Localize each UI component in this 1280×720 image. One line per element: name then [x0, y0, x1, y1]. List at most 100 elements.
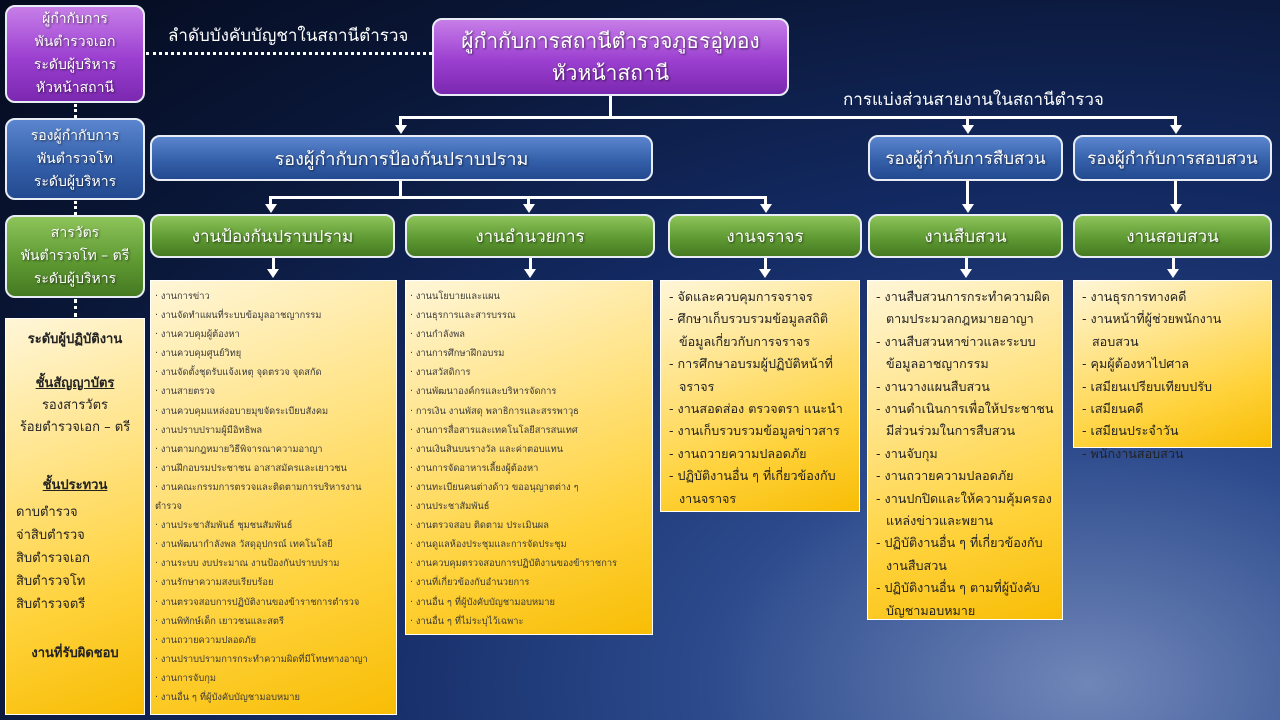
- deputy-title: รองผู้กำกับการป้องกันปราบปราม: [274, 148, 529, 170]
- duties-list: - จัดและควบคุมการจราจร- ศึกษาเก็บรวบรวมข…: [669, 286, 851, 510]
- duty-item: · งานพัฒนาองค์กรและบริหารจัดการ: [410, 386, 557, 398]
- level-text: ระดับผู้บริหาร: [33, 271, 117, 287]
- duties-list: - งานธุรการทางคดี- งานหน้าที่ผู้ช่วยพนัก…: [1082, 286, 1263, 465]
- legend-rank: สิบตำรวจตรี: [16, 597, 86, 612]
- unit-duties-box: - จัดและควบคุมการจราจร- ศึกษาเก็บรวบรวมข…: [660, 280, 860, 512]
- duty-item: · งานคณะกรรมการตรวจและติดตามการบริหารงาน: [155, 481, 362, 493]
- deputy-title: รองผู้กำกับการสืบสวน: [885, 148, 1046, 169]
- connector: [271, 258, 275, 270]
- duty-item: · งานประชาสัมพันธ์: [410, 501, 490, 513]
- duty-item: - งานปกปิดและให้ความคุ้มครองแหล่งข่าวและ…: [876, 490, 1052, 529]
- level-text: สารวัตร: [50, 225, 100, 241]
- arrow-down-icon: [523, 204, 535, 213]
- unit-duties-box: - งานธุรการทางคดี- งานหน้าที่ผู้ช่วยพนัก…: [1073, 280, 1272, 461]
- dotted-connector: [74, 104, 77, 118]
- duty-item: - เสมียนเปรียบเทียบปรับ: [1082, 378, 1212, 394]
- duties-list: · งานนโยบายและแผน· งานธุรการและสารบรรณ· …: [410, 287, 648, 631]
- duty-item: · งานจัดทำแผนที่ระบบข้อมูลอาชญากรรม: [155, 310, 322, 322]
- unit-duties-box: - งานสืบสวนการกระทำความผิดตามประมวลกฎหมา…: [867, 280, 1063, 620]
- station-chief-title: ผู้กำกับการสถานีตำรวจภูธรอู่ทอง: [461, 29, 760, 53]
- deputy-inquiry-box: รองผู้กำกับการสอบสวน: [1073, 135, 1272, 181]
- connector: [269, 196, 767, 199]
- duty-item: · งานจัดตั้งชุดรับแจ้งเหตุ จุดตรวจ จุดสก…: [155, 367, 322, 379]
- duty-item: · งานตรวจสอบ ติดตาม ประเมินผล: [410, 520, 549, 532]
- level-text: พันตำรวจเอก: [34, 34, 116, 50]
- duty-item: - งานวางแผนสืบสวน: [876, 378, 990, 394]
- dotted-connector: [146, 52, 432, 55]
- duty-item: - งานถวายความปลอดภัย: [669, 445, 807, 461]
- level-text: รองผู้กำกับการ: [30, 127, 120, 144]
- deputy-investigation-box: รองผู้กำกับการสืบสวน: [868, 135, 1063, 181]
- duty-item: - งานสอดส่อง ตรวจตรา แนะนำ: [669, 401, 843, 417]
- duty-item: · งานกำลังพล: [410, 329, 465, 341]
- duties-list: - งานสืบสวนการกระทำความผิดตามประมวลกฎหมา…: [876, 286, 1054, 622]
- arrow-down-icon: [759, 269, 771, 278]
- duty-item: · งานควบคุมตรวจสอบการปฏิบัติงานของข้าราช…: [410, 558, 618, 570]
- duty-item: · งานทะเบียนคนต่างด้าว ขออนุญาตต่าง ๆ: [410, 481, 579, 493]
- arrow-down-icon: [1170, 204, 1182, 213]
- duty-item: - งานหน้าที่ผู้ช่วยพนักงานสอบสวน: [1082, 311, 1222, 349]
- level-text: พันตำรวจโท – ตรี: [20, 248, 130, 264]
- legend-rank: จ่าสิบตำรวจ: [16, 528, 85, 543]
- connector: [764, 258, 767, 270]
- legend-rank: ร้อยตำรวจเอก – ตรี: [19, 420, 131, 435]
- connector: [964, 258, 968, 270]
- duty-item: - งานสืบสวนการกระทำความผิดตามประมวลกฎหมา…: [876, 289, 1050, 327]
- arrow-down-icon: [395, 125, 407, 134]
- duty-item: · งานถวายความปลอดภัย: [155, 634, 257, 646]
- unit-title: งานสืบสวน: [924, 226, 1007, 247]
- unit-title: งานจราจร: [726, 226, 804, 247]
- unit-header-box: งานจราจร: [668, 214, 862, 258]
- station-chief-box: ผู้กำกับการสถานีตำรวจภูธรอู่ทอง หัวหน้าส…: [432, 18, 789, 96]
- duty-item: · งานระบบ งบประมาณ งานป้องกันปราบปราม: [155, 558, 340, 570]
- duty-item: · งานอื่น ๆ ที่ผู้บังคับบัญชามอบหมาย: [410, 596, 555, 608]
- legend-heading: ชั้นประทวน: [42, 478, 108, 493]
- arrow-down-icon: [760, 204, 772, 213]
- unit-duties-box: · งานนโยบายและแผน· งานธุรการและสารบรรณ· …: [405, 280, 653, 635]
- legend-title: ระดับผู้ปฏิบัติงาน: [27, 332, 123, 347]
- level-text: ผู้กำกับการ: [42, 11, 108, 27]
- duty-item: · งานควบคุมแหล่งอบายมุขจัดระเบียบสังคม: [155, 405, 329, 417]
- level-deputy-box: รองผู้กำกับการ พันตำรวจโท ระดับผู้บริหาร: [5, 118, 145, 200]
- division-label: การแบ่งส่วนสายงานในสถานีตำรวจ: [843, 90, 1104, 110]
- level-text: พันตำรวจโท: [36, 150, 114, 167]
- duty-item: · งานที่เกี่ยวข้องกับอำนวยการ: [410, 577, 530, 589]
- duty-item: - งานเก็บรวบรวมข้อมูลข่าวสาร: [669, 423, 840, 439]
- legend-rank: สิบตำรวจโท: [16, 574, 86, 589]
- duty-item: - งานถวายความปลอดภัย: [876, 468, 1014, 484]
- duty-item: ตำรวจ: [155, 501, 182, 513]
- duty-item: · งานฝึกอบรมประชาชน อาสาสมัครและเยาวชน: [155, 462, 347, 474]
- duty-item: - ศึกษาเก็บรวบรวมข้อมูลสถิติข้อมูลเกี่ยว…: [669, 311, 829, 349]
- duty-item: · งานการศึกษาฝึกอบรม: [410, 348, 505, 360]
- duty-item: · งานตามกฎหมายวิธีพิจารณาความอาญา: [155, 443, 323, 455]
- duty-item: - งานสืบสวนหาข่าวและระบบข้อมูลอาชญากรรม: [876, 333, 1036, 372]
- unit-header-box: งานสืบสวน: [868, 214, 1063, 258]
- connector: [966, 181, 969, 206]
- unit-title: งานอำนวยการ: [475, 226, 585, 247]
- duty-item: · งานปราบปรามผู้มีอิทธิพล: [155, 424, 263, 436]
- legend-rank: รองสารวัตร: [41, 398, 109, 413]
- connector: [609, 96, 612, 118]
- duty-item: · งานนโยบายและแผน: [410, 291, 500, 302]
- deputy-title: รองผู้กำกับการสอบสวน: [1087, 148, 1258, 169]
- duty-item: · งานการสื่อสารและเทคโนโลยีสารสนเทศ: [410, 424, 578, 436]
- duty-item: · งานการจับกุม: [155, 672, 216, 684]
- duty-item: · งานพัฒนากำลังพล วัสดุอุปกรณ์ เทคโนโลยี: [155, 539, 333, 551]
- arrow-down-icon: [962, 204, 974, 213]
- unit-title: งานป้องกันปราบปราม: [191, 226, 354, 247]
- level-inspector-box: สารวัตร พันตำรวจโท – ตรี ระดับผู้บริหาร: [5, 215, 145, 298]
- connector: [399, 116, 1177, 119]
- connector: [527, 196, 530, 206]
- chain-of-command-label: ลำดับบังคับบัญชาในสถานีตำรวจ: [168, 26, 409, 46]
- duty-item: · งานปราบปรามการกระทำความผิดที่มีโทษทางอ…: [155, 653, 368, 665]
- duty-item: - คุมผู้ต้องหาไปศาล: [1082, 356, 1190, 372]
- connector: [399, 181, 402, 198]
- connector: [399, 116, 402, 126]
- dotted-connector: [74, 299, 77, 317]
- unit-header-box: งานสอบสวน: [1073, 214, 1272, 258]
- level-text: ระดับผู้บริหาร: [33, 57, 117, 73]
- duty-item: · งานสวัสดิการ: [410, 367, 471, 379]
- arrow-down-icon: [1166, 269, 1179, 278]
- connector: [1171, 258, 1175, 270]
- connector: [1174, 116, 1177, 126]
